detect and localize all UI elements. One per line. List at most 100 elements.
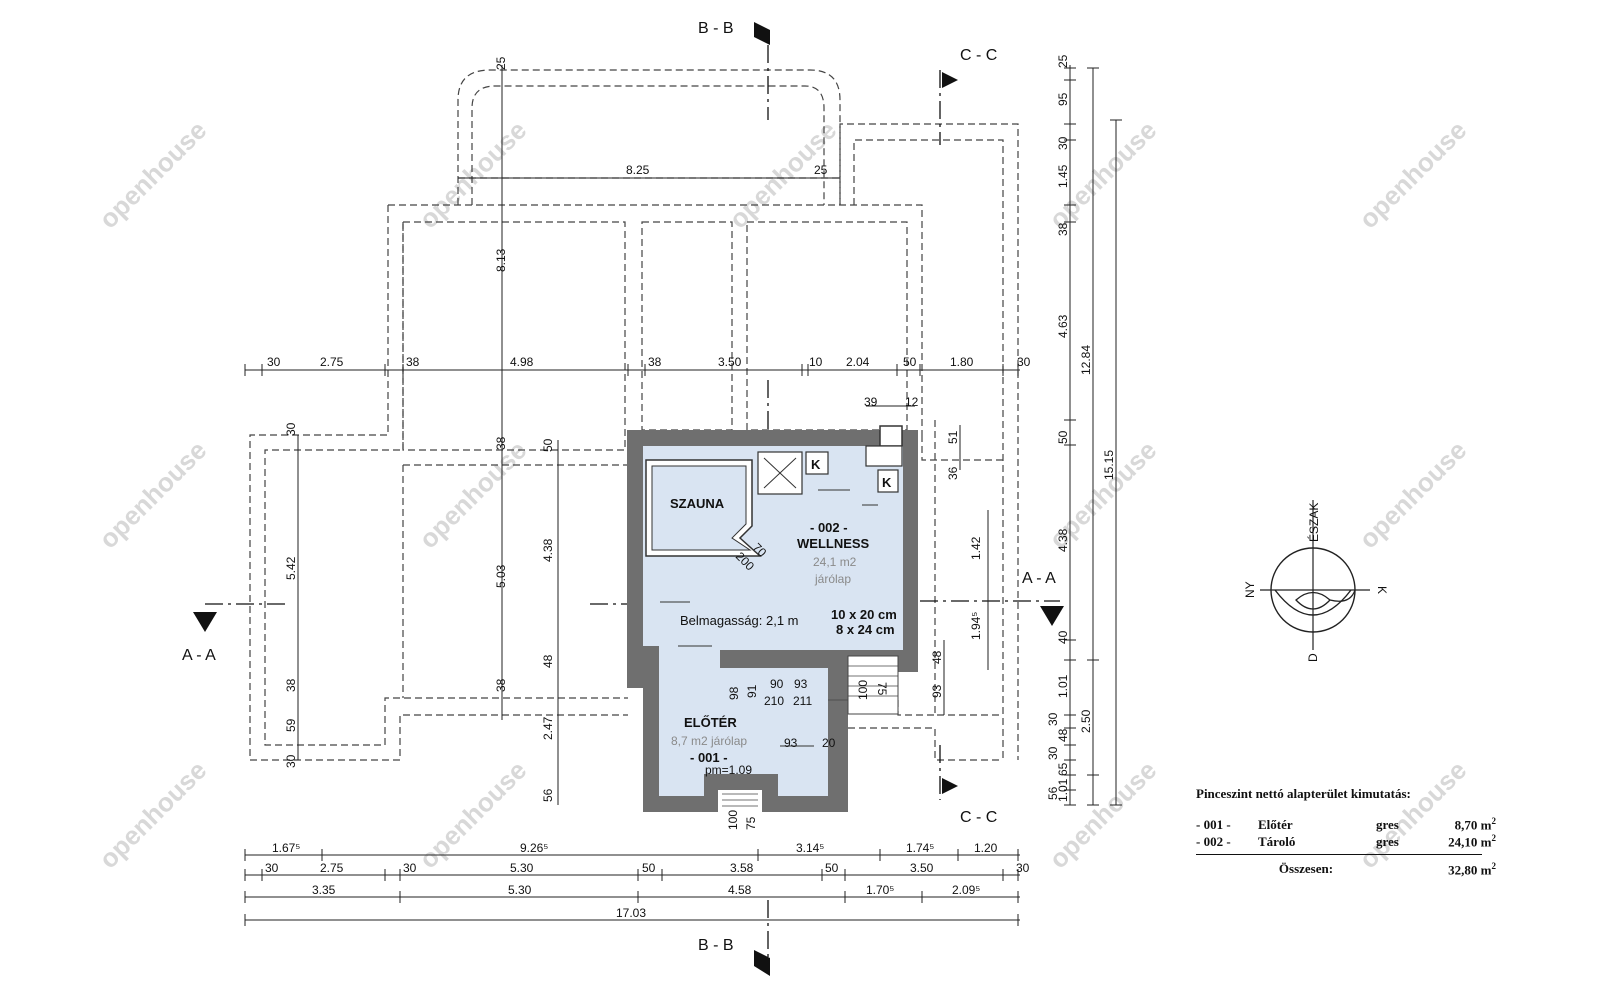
dim-label: 2.75 (320, 861, 344, 875)
area-row-material: gres (1376, 817, 1399, 833)
area-row-value: 8,70 m2 (1454, 816, 1496, 833)
area-table: Pinceszint nettó alapterület kimutatás: … (1196, 786, 1496, 878)
dim-label: 3.50 (910, 861, 934, 875)
dim-label: 48 (541, 654, 555, 668)
dim-91: 91 (745, 684, 759, 698)
dim-label: 30 (265, 861, 279, 875)
dim-label: 12.84 (1079, 345, 1093, 375)
dim-label: 30 (1017, 355, 1031, 369)
wellness-area: 24,1 m2 (813, 555, 857, 569)
k-label: K (811, 457, 821, 472)
dim-label: 1.45 (1056, 164, 1070, 188)
wellness-floor: járólap (814, 572, 851, 586)
dim-label: 56 (541, 788, 555, 802)
dim-label: 59 (284, 718, 298, 732)
section-arrow-icon (193, 612, 217, 632)
area-total-value: 32,80 m2 (1448, 861, 1496, 878)
dim-label: 38 (406, 355, 420, 369)
area-row-name: Előtér (1258, 817, 1293, 833)
dim-label: 50 (642, 861, 656, 875)
dim-label: 51 (946, 430, 960, 444)
dim-label: 5.03 (494, 564, 508, 588)
dimension-lines (244, 65, 1122, 926)
watermark: openhouse (413, 435, 532, 554)
watermark: openhouse (93, 435, 212, 554)
dim-20: 20 (822, 736, 836, 750)
dim-label: 30 (1016, 861, 1030, 875)
dim-label: 1.01 (1056, 674, 1070, 698)
dim-label: 2.09⁵ (952, 883, 980, 897)
dim-label: 5.30 (508, 883, 532, 897)
dim-label: 5.42 (284, 556, 298, 580)
dim-label: 4.98 (510, 355, 534, 369)
room-labels: SZAUNA - 002 - WELLNESS 24,1 m2 járólap … (670, 457, 897, 830)
dim-label: 1.74⁵ (906, 841, 934, 855)
section-label-cc-bottom: C - C (960, 809, 997, 826)
dim-label: 4.58 (728, 883, 752, 897)
entry-area: 8,7 m2 járólap (671, 734, 747, 748)
dim-label: 9.26⁵ (520, 841, 548, 855)
sauna-label: SZAUNA (670, 496, 725, 511)
dim-label: 17.03 (616, 906, 646, 920)
entry-number: - 001 - (690, 750, 728, 765)
dim-label: 38 (648, 355, 662, 369)
dim-label: 39 (864, 395, 878, 409)
dim-label: 25 (1056, 54, 1070, 68)
dim-100: 100 (856, 680, 870, 700)
watermark: openhouse (93, 755, 212, 874)
dim-210: 210 (764, 694, 784, 708)
dim-label: 8.13 (494, 248, 508, 272)
area-row-name: Tároló (1258, 834, 1296, 850)
area-total-row: Összesen: 32,80 m2 (1196, 861, 1496, 878)
watermark: openhouse (1353, 115, 1472, 234)
dim-label: 12 (905, 395, 919, 409)
section-arrow-icon (942, 72, 958, 88)
dim-label: 1.42 (969, 536, 983, 560)
dim-93: 93 (784, 736, 798, 750)
dim-label: 5.30 (510, 861, 534, 875)
wellness-name: WELLNESS (797, 536, 870, 551)
dim-label: 30 (267, 355, 281, 369)
dim-label: 1.70⁵ (866, 883, 894, 897)
dim-label: 40 (1056, 630, 1070, 644)
dim-98: 98 (727, 686, 741, 700)
area-row-material: gres (1376, 834, 1399, 850)
dim-label: 50 (825, 861, 839, 875)
dim-label: 48 (1056, 728, 1070, 742)
section-arrow-icon (754, 950, 770, 976)
basement-walls (627, 425, 918, 812)
section-arrow-icon (754, 22, 770, 45)
dim-label: 93 (930, 684, 944, 698)
dim-93: 93 (794, 677, 808, 691)
compass-south: D (1306, 653, 1320, 662)
dim-label: 50 (1056, 430, 1070, 444)
dim-label: 3.58 (730, 861, 754, 875)
entry-name: ELŐTÉR (684, 715, 737, 730)
section-label-bb-top: B - B (698, 20, 734, 37)
dim-90: 90 (770, 677, 784, 691)
tile-size-1: 10 x 20 cm (831, 607, 897, 622)
dim-label: 30 (1046, 746, 1060, 760)
dim-label: 30 (403, 861, 417, 875)
dim-label: 56 (1046, 786, 1060, 800)
area-row: - 001 - Előtér gres 8,70 m2 (1196, 816, 1496, 833)
dim-75: 75 (744, 816, 758, 830)
area-row: - 002 - Tároló gres 24,10 m2 (1196, 833, 1496, 850)
dim-label: 1.01 (1056, 778, 1070, 802)
dashed-outline (249, 69, 1019, 761)
area-row-value: 24,10 m2 (1448, 833, 1496, 850)
watermark: openhouse (413, 755, 532, 874)
ceiling-height: Belmagasság: 2,1 m (680, 613, 799, 628)
dim-label: 3.50 (718, 355, 742, 369)
dim-label: 50 (541, 438, 555, 452)
section-lines: B - B B - B C - C C - C A - A A - A (182, 20, 1064, 976)
dim-100: 100 (726, 810, 740, 830)
section-label-cc-top: C - C (960, 47, 997, 64)
dim-label: 95 (1056, 92, 1070, 106)
area-table-title: Pinceszint nettó alapterület kimutatás: (1196, 786, 1411, 801)
dim-label: 2.04 (846, 355, 870, 369)
dim-label: 25 (814, 163, 828, 177)
tile-size-2: 8 x 24 cm (836, 622, 895, 637)
section-label-aa-right: A - A (1022, 570, 1056, 587)
dim-label: 38 (284, 678, 298, 692)
